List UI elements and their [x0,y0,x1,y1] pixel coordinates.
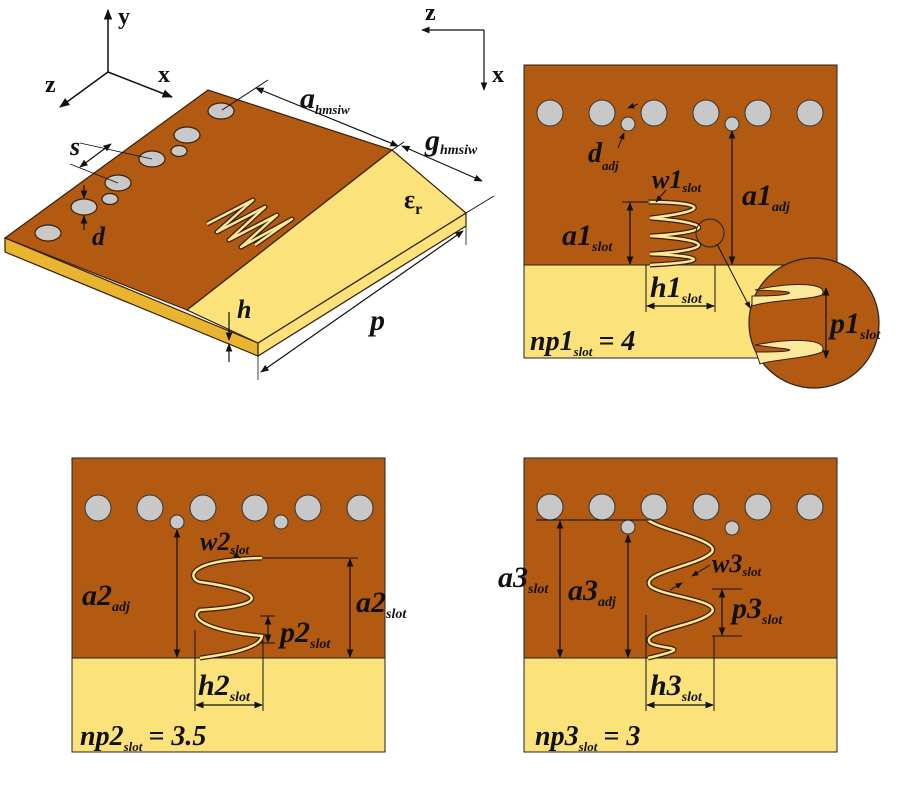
a-hmsiw-dimension [255,87,399,147]
panel-2-top-view: w2slot a2adj a2slot p2slot h2slot np2slo… [71,457,407,754]
p-dimension [260,230,464,373]
s-dimension [79,143,112,168]
via-row-3d [34,102,235,242]
via [692,493,720,521]
d-label: d [92,222,106,251]
adjacent-via [724,520,740,536]
s-label: s [69,132,80,161]
magnified-slot-top [751,284,824,307]
a3-adj-label: a3adj [568,574,616,610]
z-axis-label: z [425,0,436,26]
adjacent-via [169,514,185,530]
slot-3 [647,518,714,660]
magnified-slot-bottom [754,339,824,365]
via [536,99,564,127]
via [84,494,112,522]
permittivity-label: εr [404,185,422,218]
p3-slot-label: p3slot [729,592,783,628]
h2-slot-label: h2slot [198,669,251,705]
via [34,224,62,242]
adjacent-via [724,116,740,132]
a1-slot-label: a1slot [562,219,613,255]
h1-slot-label: h1slot [650,271,703,307]
d-adj-arrow [617,132,625,149]
p1-slot-label: p1slot [827,307,881,343]
slot-2 [192,556,264,660]
adjacent-via [273,514,289,530]
w2-slot-arrow [229,551,241,559]
np3-slot-label: np3slot= 3 [535,721,640,754]
a2-adj-label: a2adj [82,579,130,615]
adjacent-via [620,519,636,535]
w3-slot-label: w3slot [712,549,762,579]
p-label: p [367,304,385,337]
x-axis-arrow [107,71,173,98]
dim-ext-line [465,195,495,214]
via [744,493,772,521]
z-axis-arrow [59,71,109,108]
via [173,126,201,144]
via [796,99,824,127]
w1-slot-arrow [655,189,667,203]
a3-slot-label: a3slot [498,561,549,597]
g-hmsiw-dimension [401,145,483,182]
x-axis-label: x [158,62,170,88]
dim-ext-line [69,163,119,184]
np2-slot-label: np2slot= 3.5 [80,721,206,754]
via [692,99,720,127]
np1-slot-label: np1slot= 4 [530,326,635,359]
y-axis-label: y [118,4,130,30]
via-row [84,494,374,530]
h3-slot-label: h3slot [650,669,703,705]
p2-slot-label: p2slot [277,616,331,652]
w1-slot-label: w1slot [652,165,702,195]
via [796,493,824,521]
zoom-marker-circle [695,218,725,248]
adjacent-via [170,144,188,158]
g-hmsiw-label: ghmsiw [424,124,478,158]
via [189,494,217,522]
via [346,494,374,522]
via [588,493,616,521]
slot-1 [647,200,700,267]
zoom-pointer [716,243,751,309]
via [70,198,98,216]
via [536,493,564,521]
dim-ext-line [221,79,269,111]
via [588,99,616,127]
via [294,494,322,522]
a2-slot-label: a2slot [356,586,407,622]
axes-3d: y x z [45,4,173,108]
a1-adj-label: a1adj [742,179,790,215]
d-adj-label: dadj [588,138,619,173]
h-label: h [237,295,251,324]
via [136,494,164,522]
d-adj-arrow [627,103,639,109]
via [640,99,668,127]
w3-slot-arrow [669,582,683,591]
panel-3-top-view: a3slot a3adj w3slot p3slot h3slot np3slo… [498,457,838,754]
via [241,494,269,522]
via [640,493,668,521]
panel-3d-view: y x z ahmsiw ghms [3,4,495,380]
via [744,99,772,127]
adjacent-via [620,116,636,132]
w3-slot-arrow [691,564,711,577]
a-hmsiw-label: ahmsiw [300,82,350,117]
adjacent-via [101,192,119,206]
via-row [536,493,824,536]
z-axis-label: z [45,72,56,98]
via-row [536,99,824,132]
panel-1-top-view: z x dadj w1slot a1adj a1slot [421,0,881,389]
x-axis-label: x [492,62,504,88]
slot-3d [206,198,294,249]
via [207,102,235,120]
